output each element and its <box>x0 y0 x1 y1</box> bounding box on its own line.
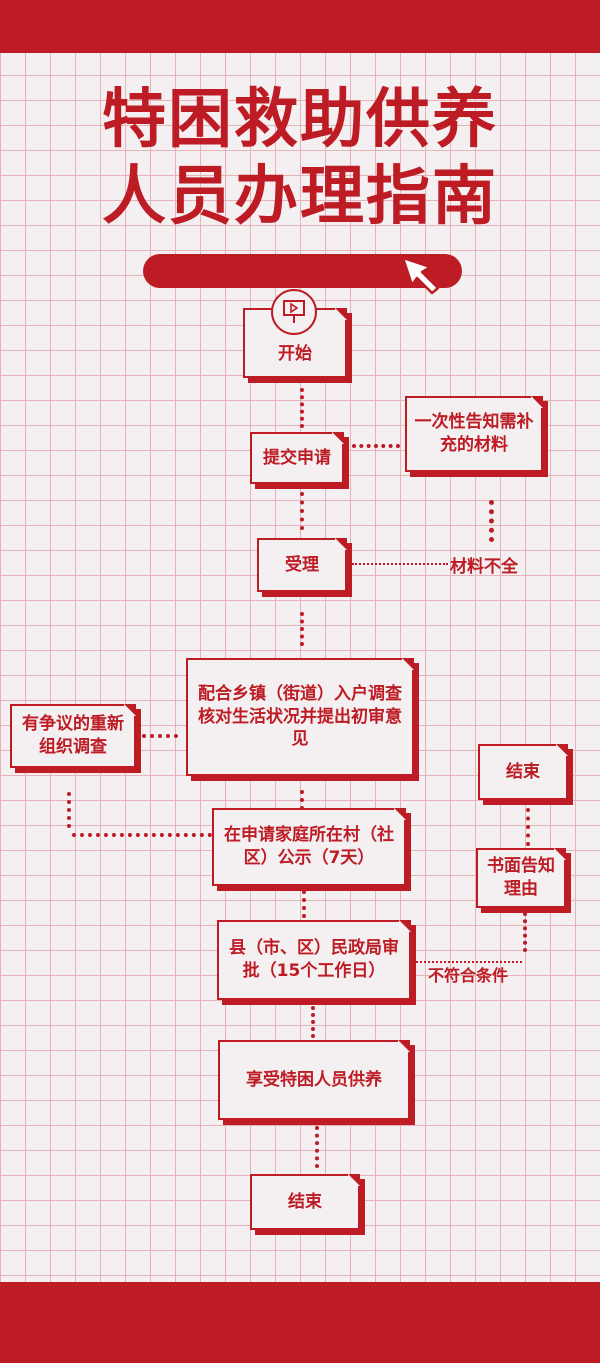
video-play-icon <box>271 289 317 335</box>
step-approval: 县（市、区）民政局审批（15个工作日） <box>217 920 411 1000</box>
step-end-label: 结束 <box>288 1191 322 1212</box>
connector <box>67 792 71 828</box>
connector <box>489 500 494 542</box>
not-qualified-label: 不符合条件 <box>428 966 509 985</box>
connector <box>300 492 304 530</box>
connector <box>352 563 448 565</box>
top-band <box>0 0 600 53</box>
step-investigate-label: 配合乡镇（街道）入户调查核对生活状况并提出初审意见 <box>198 683 402 750</box>
step-dispute: 有争议的重新组织调查 <box>10 704 136 768</box>
step-investigate: 配合乡镇（街道）入户调查核对生活状况并提出初审意见 <box>186 658 414 776</box>
connector <box>315 1126 319 1168</box>
step-end: 结束 <box>250 1174 360 1230</box>
connector <box>523 912 527 952</box>
step-supplement-label: 一次性告知需补充的材料 <box>414 412 534 455</box>
step-start-label: 开始 <box>278 344 312 365</box>
incomplete-label: 材料不全 <box>450 557 518 577</box>
connector <box>416 961 522 963</box>
connector <box>300 790 304 810</box>
connector <box>142 734 178 738</box>
step-end-right-label: 结束 <box>506 761 540 782</box>
connector <box>352 444 400 448</box>
step-approval-label: 县（市、区）民政局审批（15个工作日） <box>229 938 399 981</box>
page-title-line1: 特困救助供养 <box>102 83 498 157</box>
step-submit-label: 提交申请 <box>263 447 331 468</box>
step-publicity: 在申请家庭所在村（社区）公示（7天） <box>212 808 406 886</box>
step-dispute-label: 有争议的重新组织调查 <box>22 714 124 757</box>
connector <box>526 808 530 846</box>
step-accept-label: 受理 <box>285 554 319 575</box>
step-notify-reason-label: 书面告知理由 <box>487 856 555 899</box>
step-publicity-label: 在申请家庭所在村（社区）公示（7天） <box>224 825 394 868</box>
connector <box>302 890 306 918</box>
bottom-band <box>0 1282 600 1363</box>
step-submit: 提交申请 <box>250 432 344 484</box>
connector <box>311 1006 315 1038</box>
page-title-line2: 人员办理指南 <box>102 160 498 234</box>
step-supplement: 一次性告知需补充的材料 <box>405 396 543 472</box>
step-notify-reason: 书面告知理由 <box>476 848 566 908</box>
step-accept: 受理 <box>257 538 347 592</box>
step-enjoy-label: 享受特困人员供养 <box>246 1069 382 1090</box>
connector <box>300 612 304 646</box>
connector <box>300 388 304 428</box>
step-end-right: 结束 <box>478 744 568 800</box>
step-enjoy: 享受特困人员供养 <box>218 1040 410 1120</box>
cursor-arrow-icon <box>401 256 440 295</box>
connector <box>72 833 212 837</box>
